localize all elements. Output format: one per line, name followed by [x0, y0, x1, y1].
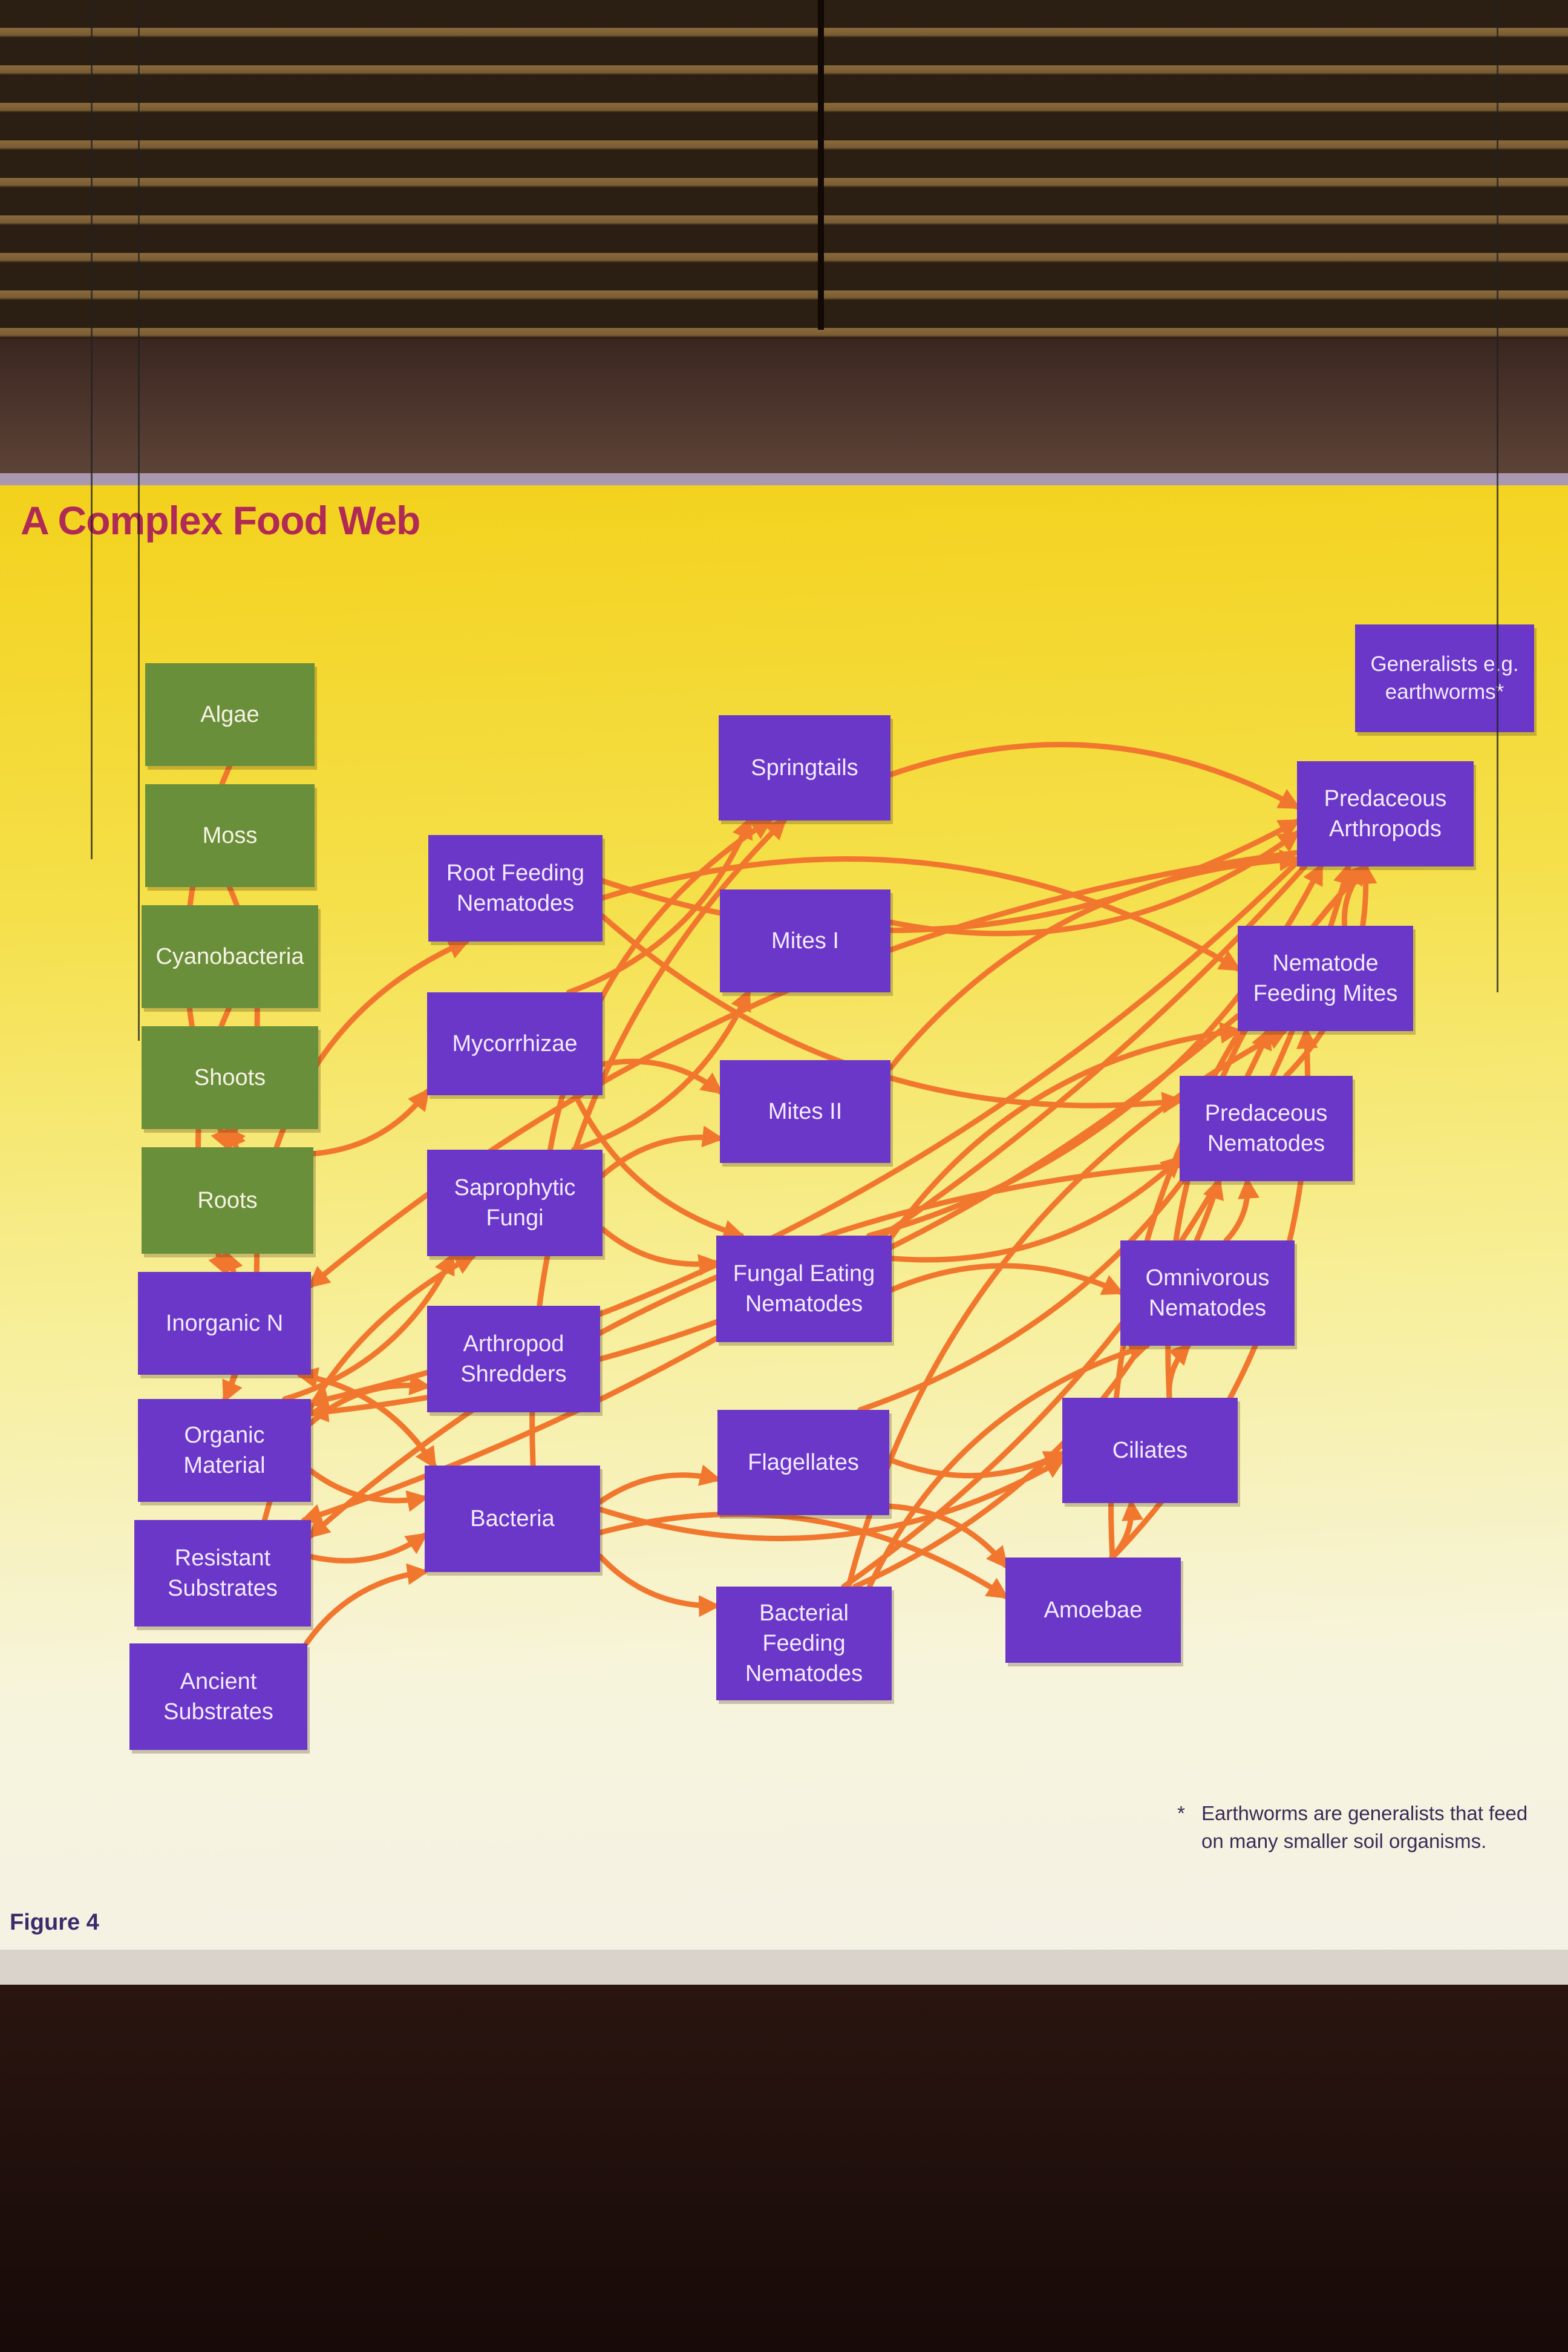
- node-roots: Roots: [142, 1147, 313, 1254]
- screen-top-edge: [0, 473, 1568, 485]
- node-bacteria: Bacteria: [425, 1466, 600, 1572]
- node-bacterial-feeding-nematodes-label: Bacterial Feeding Nematodes: [745, 1600, 863, 1686]
- node-mycorrhizae-label: Mycorrhizae: [452, 1031, 578, 1056]
- node-bacterial-feeding-nematodes: Bacterial Feeding Nematodes: [716, 1587, 892, 1700]
- edge-bacterial-feeding-nematodes-to-omnivorous-nematodes: [866, 1340, 1151, 1590]
- node-ciliates-label: Ciliates: [1112, 1438, 1188, 1463]
- edge-fungal-eating-nematodes-to-omnivorous-nematodes: [889, 1263, 1125, 1296]
- node-mycorrhizae: Mycorrhizae: [427, 992, 603, 1095]
- projection-screen: A Complex Food Web Algae Moss Cyanobacte…: [0, 473, 1568, 1985]
- edge-mycorrhizae-to-fungal-eating-nematodes: [572, 1092, 746, 1242]
- node-nematode-feeding-mites: Nematode Feeding Mites: [1238, 926, 1413, 1031]
- node-organic-material-label: Organic Material: [183, 1423, 266, 1478]
- edge-mycorrhizae-to-mites-2: [599, 1058, 724, 1095]
- edge-springtails-to-predaceous-arthropods: [887, 742, 1301, 810]
- edge-ancient-substrates-to-bacteria: [304, 1563, 430, 1646]
- node-moss: Moss: [145, 784, 315, 887]
- footnote: * Earthworms are generalists that feed o…: [1177, 1800, 1552, 1855]
- edge-shoots-to-roots: [226, 1126, 246, 1151]
- edge-bacteria-to-amoebae: [597, 1511, 1010, 1599]
- edge-resistant-substrates-to-bacteria: [308, 1532, 428, 1564]
- node-predaceous-arthropods-label: Predaceous Arthropods: [1324, 786, 1447, 842]
- edge-ciliates-to-omnivorous-nematodes: [1166, 1342, 1192, 1401]
- diagram-title: A Complex Food Web: [21, 498, 420, 543]
- window-blinds: [0, 0, 1568, 339]
- edge-bacteria-to-ciliates: [597, 1457, 1067, 1542]
- node-ancient-substrates-label: Ancient Substrates: [163, 1669, 273, 1725]
- edge-mycorrhizae-to-springtails: [566, 816, 753, 995]
- node-generalists-label: Generalists e.g. earthworms*: [1370, 652, 1519, 704]
- node-omnivorous-nematodes-label: Omnivorous Nematodes: [1145, 1265, 1270, 1321]
- edge-flagellates-to-amoebae: [886, 1503, 1008, 1569]
- edge-predaceous-nematodes-to-resistant-substrates: [307, 1162, 1183, 1539]
- node-generalists: Generalists e.g. earthworms*: [1355, 624, 1534, 732]
- node-bacteria-label: Bacteria: [470, 1506, 555, 1531]
- node-springtails: Springtails: [719, 715, 890, 821]
- hanging-wire: [91, 0, 93, 859]
- hanging-wire: [138, 0, 140, 1041]
- edge-saprophytic-fungi-to-mites-2: [599, 1125, 725, 1178]
- edge-root-feeding-nematodes-to-nematode-feeding-mites: [599, 856, 1242, 972]
- node-nematode-feeding-mites-label: Nematode Feeding Mites: [1253, 951, 1398, 1006]
- node-moss-label: Moss: [202, 823, 258, 848]
- node-algae: Algae: [145, 663, 315, 766]
- edge-saprophytic-fungi-to-mites-1: [571, 988, 751, 1153]
- node-flagellates-label: Flagellates: [748, 1450, 859, 1475]
- node-predaceous-nematodes: Predaceous Nematodes: [1180, 1076, 1353, 1181]
- node-mites-2-label: Mites II: [768, 1099, 843, 1124]
- wall: [0, 339, 1568, 478]
- node-organic-material: Organic Material: [138, 1399, 311, 1502]
- node-saprophytic-fungi-label: Saprophytic Fungi: [454, 1175, 576, 1231]
- node-saprophytic-fungi: Saprophytic Fungi: [427, 1150, 603, 1256]
- footnote-marker: *: [1177, 1802, 1185, 1824]
- edge-saprophytic-fungi-to-fungal-eating-nematodes: [599, 1226, 721, 1276]
- edge-mites-2-to-predaceous-arthropods: [887, 849, 1302, 1071]
- hanging-wire: [1497, 0, 1498, 992]
- node-cyanobacteria-label: Cyanobacteria: [155, 944, 304, 969]
- node-shoots-label: Shoots: [194, 1065, 266, 1090]
- node-flagellates: Flagellates: [717, 1410, 889, 1515]
- edge-omnivorous-nematodes-to-predaceous-nematodes: [1223, 1176, 1260, 1243]
- node-fungal-eating-nematodes: Fungal Eating Nematodes: [716, 1236, 892, 1342]
- edge-bacteria-to-flagellates: [597, 1464, 722, 1505]
- node-amoebae: Amoebae: [1005, 1558, 1181, 1663]
- blind-cord: [818, 0, 824, 330]
- edge-fungal-eating-nematodes-to-nematode-feeding-mites: [889, 1021, 1243, 1240]
- node-shoots: Shoots: [142, 1026, 318, 1129]
- footnote-text: Earthworms are generalists that feed on …: [1201, 1802, 1528, 1852]
- node-mites-2: Mites II: [720, 1060, 890, 1163]
- node-amoebae-label: Amoebae: [1044, 1597, 1143, 1623]
- room-floor: [0, 1985, 1568, 2352]
- edge-fungal-eating-nematodes-to-predaceous-nematodes: [889, 1155, 1183, 1263]
- node-predaceous-arthropods: Predaceous Arthropods: [1297, 761, 1474, 866]
- node-mites-1: Mites I: [720, 889, 890, 992]
- node-springtails-label: Springtails: [751, 755, 858, 781]
- node-predaceous-nematodes-label: Predaceous Nematodes: [1204, 1101, 1328, 1156]
- node-arthropod-shredders-label: Arthropod Shredders: [460, 1331, 567, 1387]
- node-algae-label: Algae: [200, 702, 260, 727]
- node-ciliates: Ciliates: [1062, 1398, 1238, 1503]
- node-resistant-substrates-label: Resistant Substrates: [168, 1545, 278, 1601]
- edge-roots-to-mycorrhizae: [310, 1088, 430, 1157]
- node-resistant-substrates: Resistant Substrates: [134, 1520, 311, 1626]
- node-arthropod-shredders: Arthropod Shredders: [427, 1306, 600, 1412]
- screen-bottom-edge: [0, 1950, 1568, 1985]
- node-cyanobacteria: Cyanobacteria: [142, 905, 318, 1008]
- node-fungal-eating-nematodes-label: Fungal Eating Nematodes: [733, 1261, 875, 1317]
- node-mites-1-label: Mites I: [771, 928, 839, 954]
- node-root-feeding-nematodes: Root Feeding Nematodes: [428, 835, 603, 942]
- node-inorganic-n-label: Inorganic N: [165, 1311, 284, 1336]
- node-inorganic-n: Inorganic N: [138, 1272, 311, 1375]
- figure-label: Figure 4: [10, 1910, 99, 1935]
- edge-bacteria-to-bacterial-feeding-nematodes: [597, 1553, 721, 1617]
- node-ancient-substrates: Ancient Substrates: [129, 1643, 307, 1750]
- node-omnivorous-nematodes: Omnivorous Nematodes: [1120, 1240, 1295, 1346]
- node-roots-label: Roots: [197, 1188, 258, 1213]
- node-root-feeding-nematodes-label: Root Feeding Nematodes: [446, 860, 585, 916]
